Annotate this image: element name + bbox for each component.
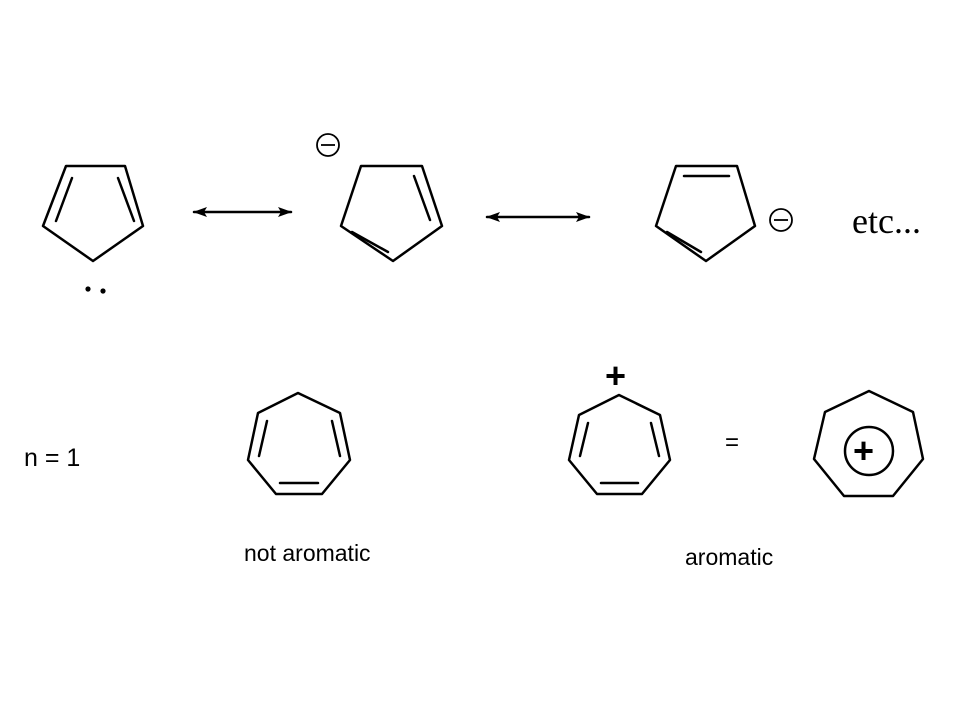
double-bond-inner-right bbox=[412, 174, 432, 222]
negative-charge-circle bbox=[316, 133, 340, 157]
not-aromatic-label: not aromatic bbox=[244, 540, 371, 566]
tropylium-kekule-structure bbox=[567, 393, 672, 496]
cyclopentadienyl-structure-2 bbox=[316, 133, 444, 263]
cyclopentadienyl-structure-3 bbox=[654, 164, 793, 263]
cycloheptatriene-structure bbox=[246, 391, 352, 496]
double-bond-inner-left bbox=[578, 421, 590, 458]
positive-charge-in-ring-label: + bbox=[853, 430, 875, 471]
lone-pair-dot-right bbox=[100, 288, 106, 294]
lone-pair-dot-left bbox=[85, 286, 91, 292]
double-bond-inner-left bbox=[54, 176, 74, 223]
double-bond-inner-left bbox=[257, 419, 269, 458]
pentagon-ring bbox=[339, 164, 444, 263]
pentagon-ring bbox=[654, 164, 757, 263]
aromatic-label: aromatic bbox=[685, 544, 774, 570]
cyclopentadienyl-structure-1 bbox=[41, 164, 145, 294]
etc-label: etc... bbox=[852, 201, 921, 241]
tropylium-delocalized-structure bbox=[812, 389, 925, 498]
double-bond-inner-right bbox=[116, 176, 136, 223]
heptagon-ring bbox=[246, 391, 352, 496]
positive-charge-label: + bbox=[605, 355, 627, 396]
n-equals-label: n = 1 bbox=[24, 444, 81, 472]
double-bond-inner-bottom-left bbox=[350, 230, 390, 254]
double-bond-inner-right bbox=[330, 419, 342, 458]
negative-charge-circle bbox=[769, 208, 793, 232]
heptagon-ring bbox=[812, 389, 925, 498]
equals-sign-label: = bbox=[725, 429, 740, 456]
aromatic-circle bbox=[843, 425, 895, 477]
double-bond-inner-bottom-left bbox=[665, 230, 703, 254]
heptagon-ring bbox=[567, 393, 672, 496]
pentagon-ring bbox=[41, 164, 145, 263]
double-bond-inner-right bbox=[649, 421, 661, 458]
